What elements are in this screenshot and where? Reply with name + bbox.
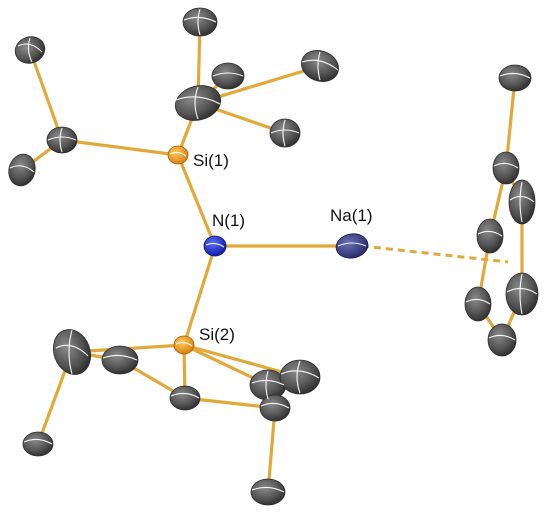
label-na1: Na(1) [330, 206, 373, 225]
carbon-atom [476, 218, 504, 254]
nitrogen-atom-1 [203, 235, 227, 257]
carbon-atom [169, 385, 201, 411]
carbon-atom [101, 345, 139, 375]
carbon-atom [498, 64, 532, 92]
label-si2: Si(2) [199, 325, 235, 344]
carbon-atom [464, 286, 492, 322]
carbon-atoms [8, 7, 539, 506]
silicon-atom-2 [173, 335, 195, 355]
label-si1: Si(1) [193, 151, 229, 170]
carbon-atom [269, 118, 301, 148]
bond-c-right-c-low [266, 406, 277, 494]
carbon-atom [14, 36, 46, 64]
carbon-atom [492, 151, 520, 185]
carbon-atom [8, 153, 36, 187]
bonds [20, 20, 524, 494]
ellipsoid-highlights [9, 8, 538, 493]
carbon-atom [182, 7, 218, 37]
carbon-atom [250, 478, 286, 506]
carbon-atom [487, 323, 517, 357]
carbon-atom [279, 359, 321, 395]
bond-si1-c-left [60, 138, 180, 157]
bond-c-left-c-top [28, 48, 64, 142]
bond-na1-arene-dashed [361, 244, 509, 264]
carbon-atom [259, 394, 291, 422]
bond-si1-n1 [176, 153, 217, 248]
carbon-atom [52, 329, 92, 375]
carbon-atom [508, 179, 536, 225]
carbon-atom [46, 126, 78, 154]
carbon-atom [301, 50, 339, 82]
carbon-atom [211, 62, 245, 90]
carbon-atom [22, 431, 54, 457]
silicon-atom-1 [167, 145, 189, 165]
carbon-atom [505, 272, 539, 316]
sodium-atom-1 [335, 233, 369, 259]
label-n1: N(1) [212, 211, 245, 230]
carbon-atom [174, 85, 222, 121]
bond-n1-si2 [182, 244, 217, 347]
